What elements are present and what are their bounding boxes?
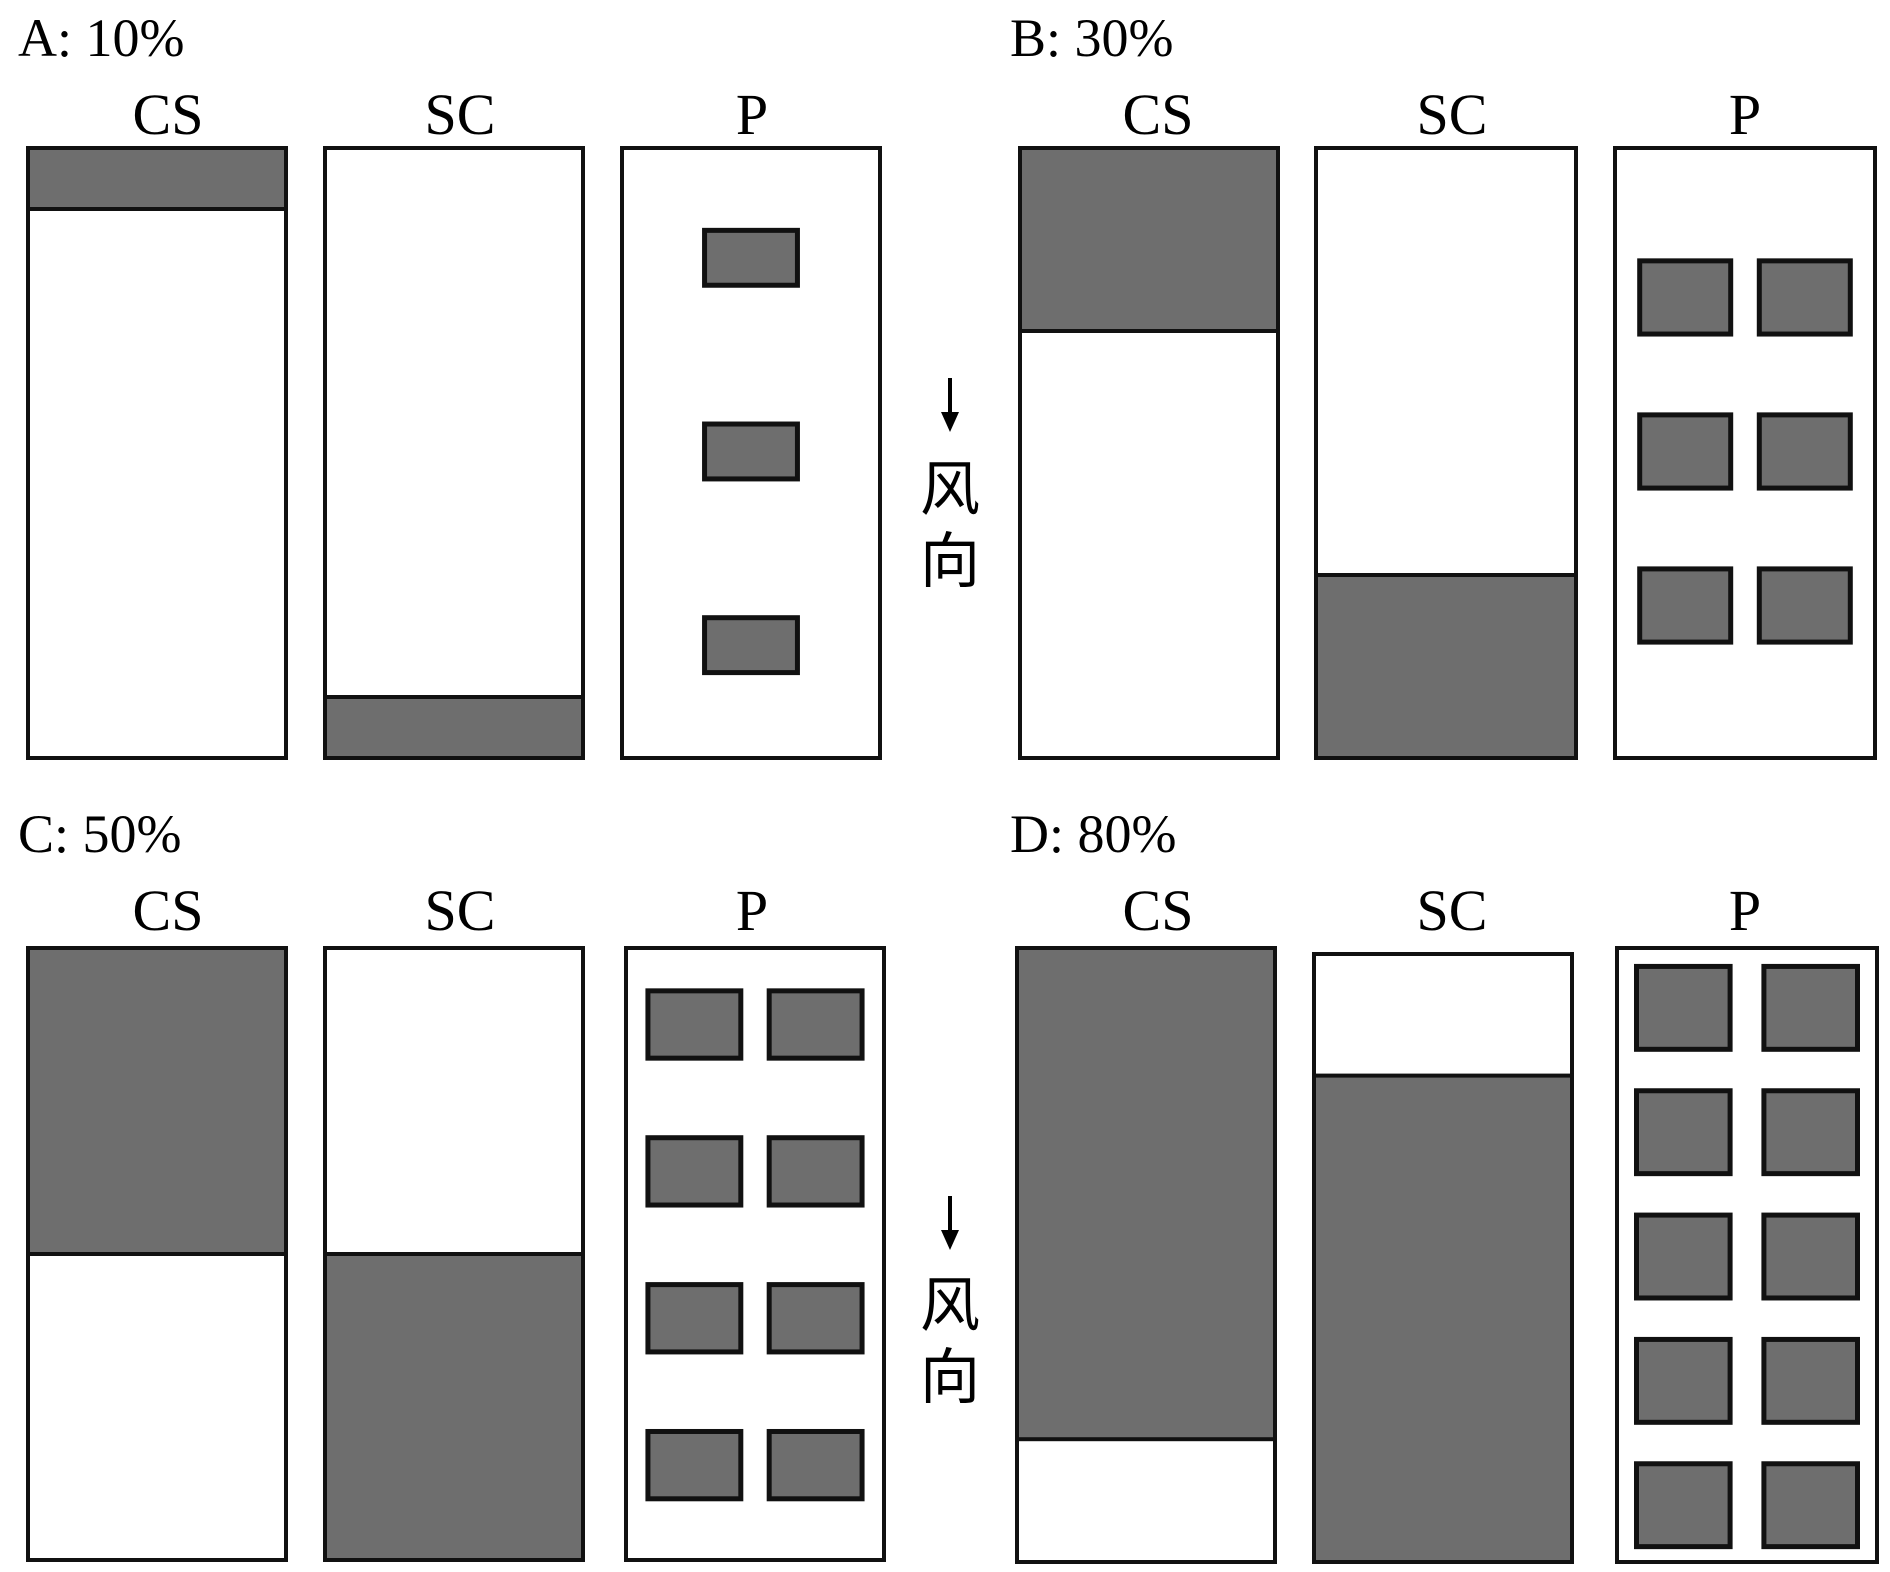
panel-d-cs-plot: [1015, 946, 1277, 1564]
panel-c-cs-plot: [26, 946, 288, 1562]
panel-d-p-cell: [1761, 963, 1861, 1052]
panel-b-cs-plot: [1018, 146, 1280, 760]
panel-a-label-cs: CS: [133, 82, 204, 147]
panel-d-p-cell: [1761, 1088, 1861, 1177]
panel-c-p-cell: [766, 1135, 865, 1208]
panel-a-cs-outline: [26, 146, 288, 760]
panel-a: A: 10% CS SC P: [18, 8, 882, 760]
panel-c-sc-filled-area: [323, 1252, 585, 1562]
panel-a-title: A: 10%: [18, 8, 184, 68]
wind-direction-char: 向: [920, 1343, 980, 1413]
panel-a-p-cell: [702, 615, 800, 676]
wind-direction-label-top: 风向: [920, 455, 980, 597]
panel-c-label-p: P: [736, 878, 768, 943]
down-arrow-icon: [941, 1196, 959, 1250]
panel-b-title: B: 30%: [1010, 8, 1174, 68]
panel-c-sc-plot: [323, 946, 585, 1562]
panel-c-label-sc: SC: [425, 878, 496, 943]
wind-direction-bottom: 风向: [920, 1196, 980, 1413]
panel-a-cs-plot: [26, 146, 288, 760]
panel-c: C: 50% CS SC P: [18, 804, 886, 1562]
panel-b-p-cell: [1756, 566, 1853, 645]
wind-direction-char: 向: [920, 527, 980, 597]
panel-d-p-plot: [1615, 946, 1879, 1564]
wind-direction-char: 风: [920, 455, 980, 525]
panel-d-p-cell: [1634, 1212, 1733, 1301]
wind-direction-char: 风: [920, 1271, 980, 1341]
panel-a-p-cell: [702, 227, 800, 288]
panel-b-sc-filled-area: [1314, 573, 1578, 760]
panel-c-p-cell: [645, 1282, 744, 1355]
panel-a-p-plot: [620, 146, 882, 760]
panel-d-label-sc: SC: [1417, 878, 1488, 943]
panel-b-sc-plot: [1314, 146, 1578, 760]
panel-b: B: 30% CS SC P: [1010, 8, 1877, 760]
panel-c-p-cell: [766, 1428, 865, 1502]
panel-b-label-p: P: [1729, 82, 1761, 147]
panel-c-cs-filled-area: [26, 946, 288, 1256]
panel-d-p-cell: [1761, 1336, 1861, 1425]
panel-d-label-p: P: [1729, 878, 1761, 943]
panel-c-title: C: 50%: [18, 804, 182, 864]
panel-c-p-cell: [766, 1282, 865, 1355]
panel-a-sc-outline: [323, 146, 585, 760]
panel-a-p-cell: [702, 421, 800, 482]
panel-b-p-cell: [1756, 412, 1853, 491]
panel-d-cs-filled-area: [1015, 946, 1277, 1442]
panel-d-p-cell: [1634, 1461, 1733, 1550]
panel-d-p-cell: [1634, 1336, 1733, 1425]
panel-d-sc-plot: [1312, 952, 1574, 1564]
panel-d-sc-filled-area: [1312, 1073, 1574, 1564]
panel-b-p-cell: [1637, 566, 1734, 645]
panel-b-label-cs: CS: [1123, 82, 1194, 147]
down-arrow-icon: [941, 378, 959, 432]
panel-b-label-sc: SC: [1417, 82, 1488, 147]
panel-c-p-cell: [766, 988, 865, 1061]
panel-b-cs-filled-area: [1018, 146, 1280, 333]
panel-a-sc-plot: [323, 146, 585, 760]
panel-c-p-cell: [645, 1428, 744, 1502]
panel-c-p-plot: [624, 946, 886, 1562]
panel-d: D: 80% CS SC P: [1010, 804, 1879, 1564]
panel-d-title: D: 80%: [1010, 804, 1176, 864]
panel-c-p-cell: [645, 1135, 744, 1208]
panel-d-p-cell: [1761, 1461, 1861, 1550]
panel-d-p-cell: [1761, 1212, 1861, 1301]
wind-direction-top: 风向: [920, 378, 980, 597]
panel-b-p-cell: [1756, 258, 1853, 337]
panel-b-p-plot: [1613, 146, 1877, 760]
panel-d-p-cell: [1634, 963, 1733, 1052]
panel-c-label-cs: CS: [133, 878, 204, 943]
panel-c-p-cell: [645, 988, 744, 1061]
panel-a-label-sc: SC: [425, 82, 496, 147]
panel-a-label-p: P: [736, 82, 768, 147]
panel-a-sc-filled-area: [323, 695, 585, 760]
wind-direction-label-bottom: 风向: [920, 1271, 980, 1413]
panel-d-label-cs: CS: [1123, 878, 1194, 943]
panel-a-cs-filled-area: [26, 146, 288, 211]
panel-d-p-cell: [1634, 1088, 1733, 1177]
panel-b-p-cell: [1637, 412, 1734, 491]
panel-b-p-cell: [1637, 258, 1734, 337]
